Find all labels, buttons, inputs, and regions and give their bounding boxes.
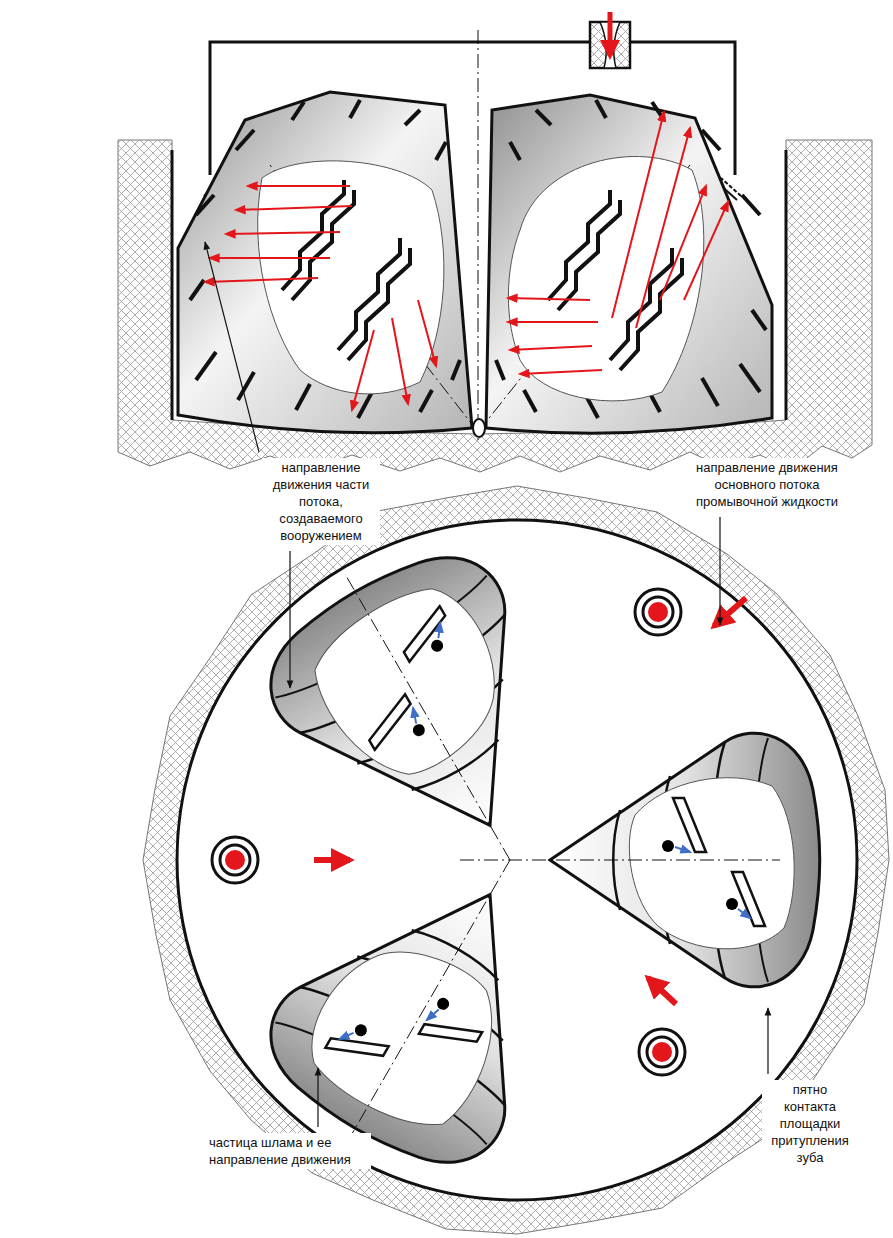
nozzle-symbol bbox=[639, 1029, 685, 1075]
label-holder: направление движения части потока, созда… bbox=[262, 458, 380, 545]
axis-line bbox=[478, 30, 479, 440]
leader-line bbox=[317, 1068, 318, 1127]
callout-label: направление движения части потока, созда… bbox=[262, 458, 380, 545]
label-holder: пятно контакта площадки притупления зуба bbox=[762, 1080, 858, 1167]
leader-line bbox=[205, 242, 259, 452]
callout-label: частица шлама и ее направление движения bbox=[206, 1133, 371, 1169]
cutaway bbox=[508, 157, 703, 401]
main-flow-arrows bbox=[314, 598, 746, 1004]
nozzle-symbol bbox=[212, 837, 258, 883]
cone-teeth bbox=[190, 100, 766, 418]
callout-label: пятно контакта площадки притупления зуба bbox=[762, 1080, 858, 1167]
borehole-wall bbox=[177, 520, 857, 1200]
nozzle-symbol bbox=[635, 589, 681, 635]
rock-formation-plan bbox=[143, 486, 889, 1234]
flow-arrows-teeth bbox=[205, 112, 728, 410]
label-holder: направление движения основного потока пр… bbox=[692, 458, 842, 511]
axis-lines-plan bbox=[345, 574, 780, 1146]
leader-line bbox=[719, 517, 720, 625]
callout-label: направление движения основного потока пр… bbox=[692, 458, 842, 511]
bit-leg bbox=[171, 150, 174, 420]
label-holder: частица шлама и ее направление движения bbox=[206, 1133, 371, 1169]
cone-plan-view bbox=[245, 528, 600, 888]
cutaway bbox=[258, 161, 444, 394]
leader-line bbox=[289, 551, 290, 688]
leader-line bbox=[767, 1008, 768, 1074]
roller-cone bbox=[486, 95, 772, 433]
roller-cone bbox=[178, 92, 472, 433]
cone-tip bbox=[473, 419, 485, 437]
bit-leg bbox=[785, 150, 788, 420]
flow-arrow bbox=[608, 12, 613, 56]
